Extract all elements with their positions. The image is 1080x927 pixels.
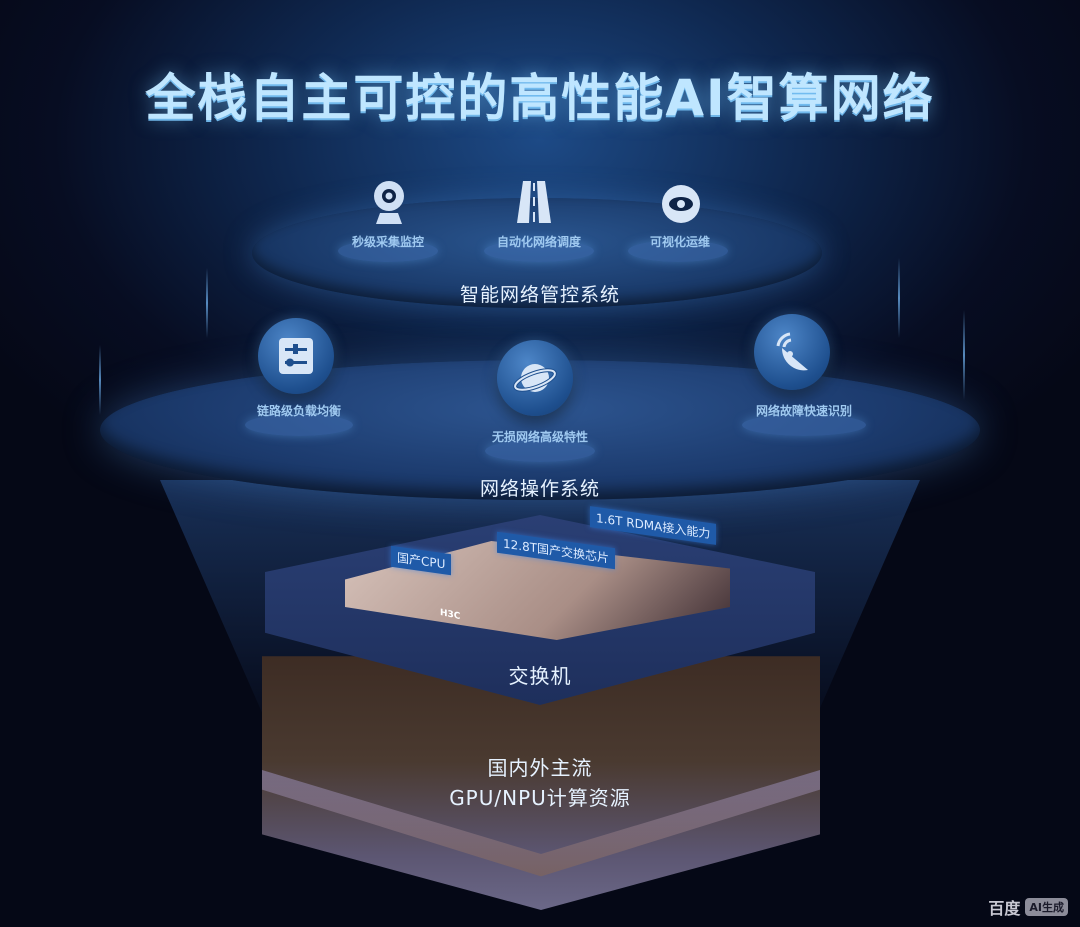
satellite-dish-icon	[754, 314, 830, 390]
watermark-brand: 百度	[988, 899, 1021, 918]
feature-label: 自动化网络调度	[496, 235, 581, 249]
item-pad	[628, 240, 728, 262]
compute-label-line1: 国内外主流	[487, 756, 593, 780]
watermark-badge: AI生成	[1025, 898, 1068, 916]
road-icon	[517, 181, 551, 227]
item-pad	[485, 440, 595, 462]
feature-label: 无损网络高级特性	[491, 430, 588, 444]
feature-label: 网络故障快速识别	[755, 404, 852, 418]
planet-icon	[497, 340, 573, 416]
watermark: 百度 AI生成	[988, 895, 1068, 919]
light-line	[898, 258, 900, 338]
management-platform	[252, 198, 822, 308]
layer-label-switch: 交换机	[508, 664, 572, 688]
light-line	[206, 268, 208, 338]
feature-label: 链路级负载均衡	[256, 404, 341, 418]
page-title: 全栈自主可控的高性能AI智算网络	[145, 69, 935, 127]
eye-icon	[661, 184, 701, 228]
light-line	[99, 345, 101, 415]
light-line	[963, 310, 965, 400]
layer-label-management: 智能网络管控系统	[459, 284, 620, 306]
feature-label: 可视化运维	[649, 235, 710, 249]
item-pad	[742, 414, 866, 436]
compute-label-line2: GPU/NPU计算资源	[449, 786, 631, 810]
sliders-icon	[258, 318, 334, 394]
layer-label-os: 网络操作系统	[479, 478, 600, 500]
feature-label: 秒级采集监控	[351, 235, 424, 249]
webcam-icon	[372, 180, 406, 228]
item-pad	[484, 240, 594, 262]
item-pad	[338, 240, 438, 262]
item-pad	[245, 414, 353, 436]
